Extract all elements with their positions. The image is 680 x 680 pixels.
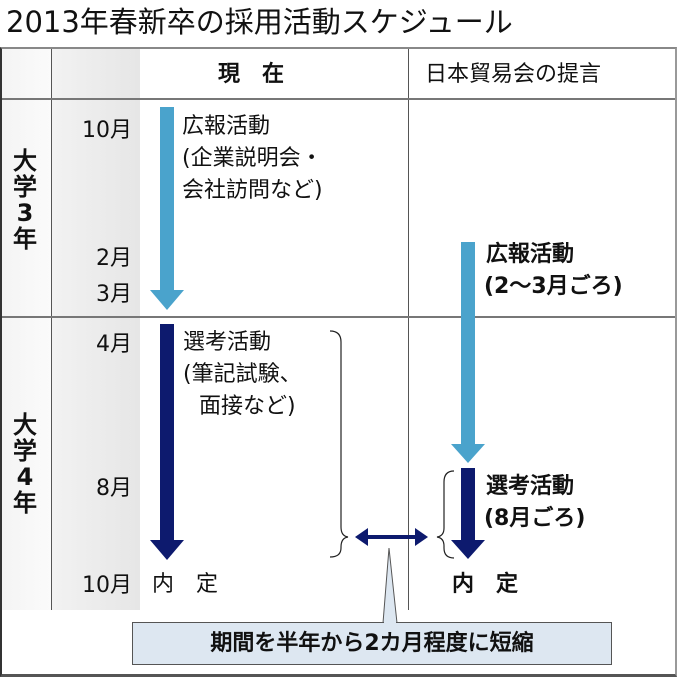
header-proposal: 日本貿易会の提言 [425, 62, 602, 87]
schedule-frame [0, 47, 677, 677]
year-char: 大 [13, 147, 37, 175]
year-char: 3 [16, 199, 34, 227]
year-char: 年 [13, 225, 37, 253]
year-column [2, 49, 51, 610]
chart-title: 2013年春新卒の採用活動スケジュール [6, 5, 513, 39]
current-sel-detail-1: (筆記試験、 [183, 362, 302, 387]
proposal-offer: 内 定 [452, 572, 519, 597]
current-selection-arrow [150, 324, 184, 560]
current-sel-title: 選考活動 [183, 330, 272, 355]
year-char: 年 [13, 489, 37, 517]
callout-box: 期間を半年から2カ月程度に短縮 [132, 622, 612, 665]
year-label-4: 大 学 4 年 [5, 412, 45, 516]
current-pr-detail-2: 会社訪問など) [182, 178, 323, 203]
proposal-selection-arrow [451, 468, 485, 559]
year-char: 学 [13, 437, 37, 465]
divider-year-month [51, 49, 52, 610]
year-char: 4 [16, 463, 34, 491]
month-mar: 3月 [96, 282, 132, 307]
divider-current-proposal [408, 49, 409, 610]
month-aug: 8月 [96, 476, 132, 501]
current-pr-title: 広報活動 [182, 114, 271, 139]
callout-pointer [382, 547, 398, 624]
month-feb: 2月 [96, 246, 132, 271]
proposal-sel-detail: (8月ごろ) [484, 506, 586, 531]
shortening-double-arrow [355, 528, 428, 546]
current-pr-arrow [150, 107, 184, 310]
proposal-pr-title: 広報活動 [486, 242, 575, 267]
year-char: 大 [13, 411, 37, 439]
header-current: 現 在 [218, 62, 285, 87]
month-apr: 4月 [96, 332, 132, 357]
proposal-sel-title: 選考活動 [486, 474, 575, 499]
year-label-3: 大 学 3 年 [5, 148, 45, 252]
current-offer: 内 定 [152, 572, 219, 597]
proposal-pr-arrow [451, 242, 485, 463]
month-column [52, 49, 140, 610]
month-oct-y4: 10月 [82, 573, 132, 598]
month-oct-y3: 10月 [82, 118, 132, 143]
current-brace [329, 330, 349, 558]
year-divider [2, 316, 675, 318]
current-pr-detail-1: (企業説明会・ [182, 146, 323, 171]
current-sel-detail-2: 面接など) [199, 394, 296, 419]
proposal-brace [436, 470, 455, 559]
header-divider [2, 98, 675, 100]
year-char: 学 [13, 173, 37, 201]
proposal-pr-detail: (2〜3月ごろ) [484, 274, 623, 299]
